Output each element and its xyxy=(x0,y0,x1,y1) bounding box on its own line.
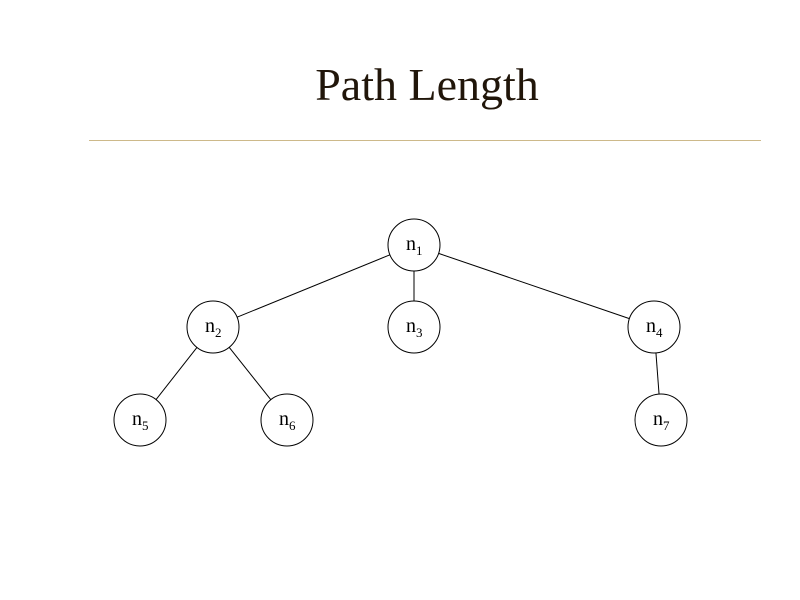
node-circle xyxy=(113,393,167,447)
node-circle xyxy=(260,393,314,447)
node-circle xyxy=(387,300,441,354)
edge-n4-n7 xyxy=(655,352,660,395)
node-circle xyxy=(634,393,688,447)
tree-edges xyxy=(155,252,660,400)
tree-node-n6: n6 xyxy=(260,393,314,447)
tree-node-n5: n5 xyxy=(113,393,167,447)
edge-n2-n5 xyxy=(155,347,198,400)
node-circle xyxy=(627,300,681,354)
edge-n1-n2 xyxy=(236,254,391,318)
tree-node-n7: n7 xyxy=(634,393,688,447)
edge-n2-n6 xyxy=(228,347,272,400)
node-circle xyxy=(387,218,441,272)
tree-nodes: n1 n2 n3 n4 n5 n6 n7 xyxy=(113,218,688,447)
edge-n1-n4 xyxy=(438,252,630,320)
tree-node-n4: n4 xyxy=(627,300,681,354)
node-circle xyxy=(186,300,240,354)
tree-node-n1: n1 xyxy=(387,218,441,272)
tree-node-n3: n3 xyxy=(387,300,441,354)
tree-node-n2: n2 xyxy=(186,300,240,354)
title-divider xyxy=(89,140,761,141)
slide-title: Path Length xyxy=(315,59,539,110)
